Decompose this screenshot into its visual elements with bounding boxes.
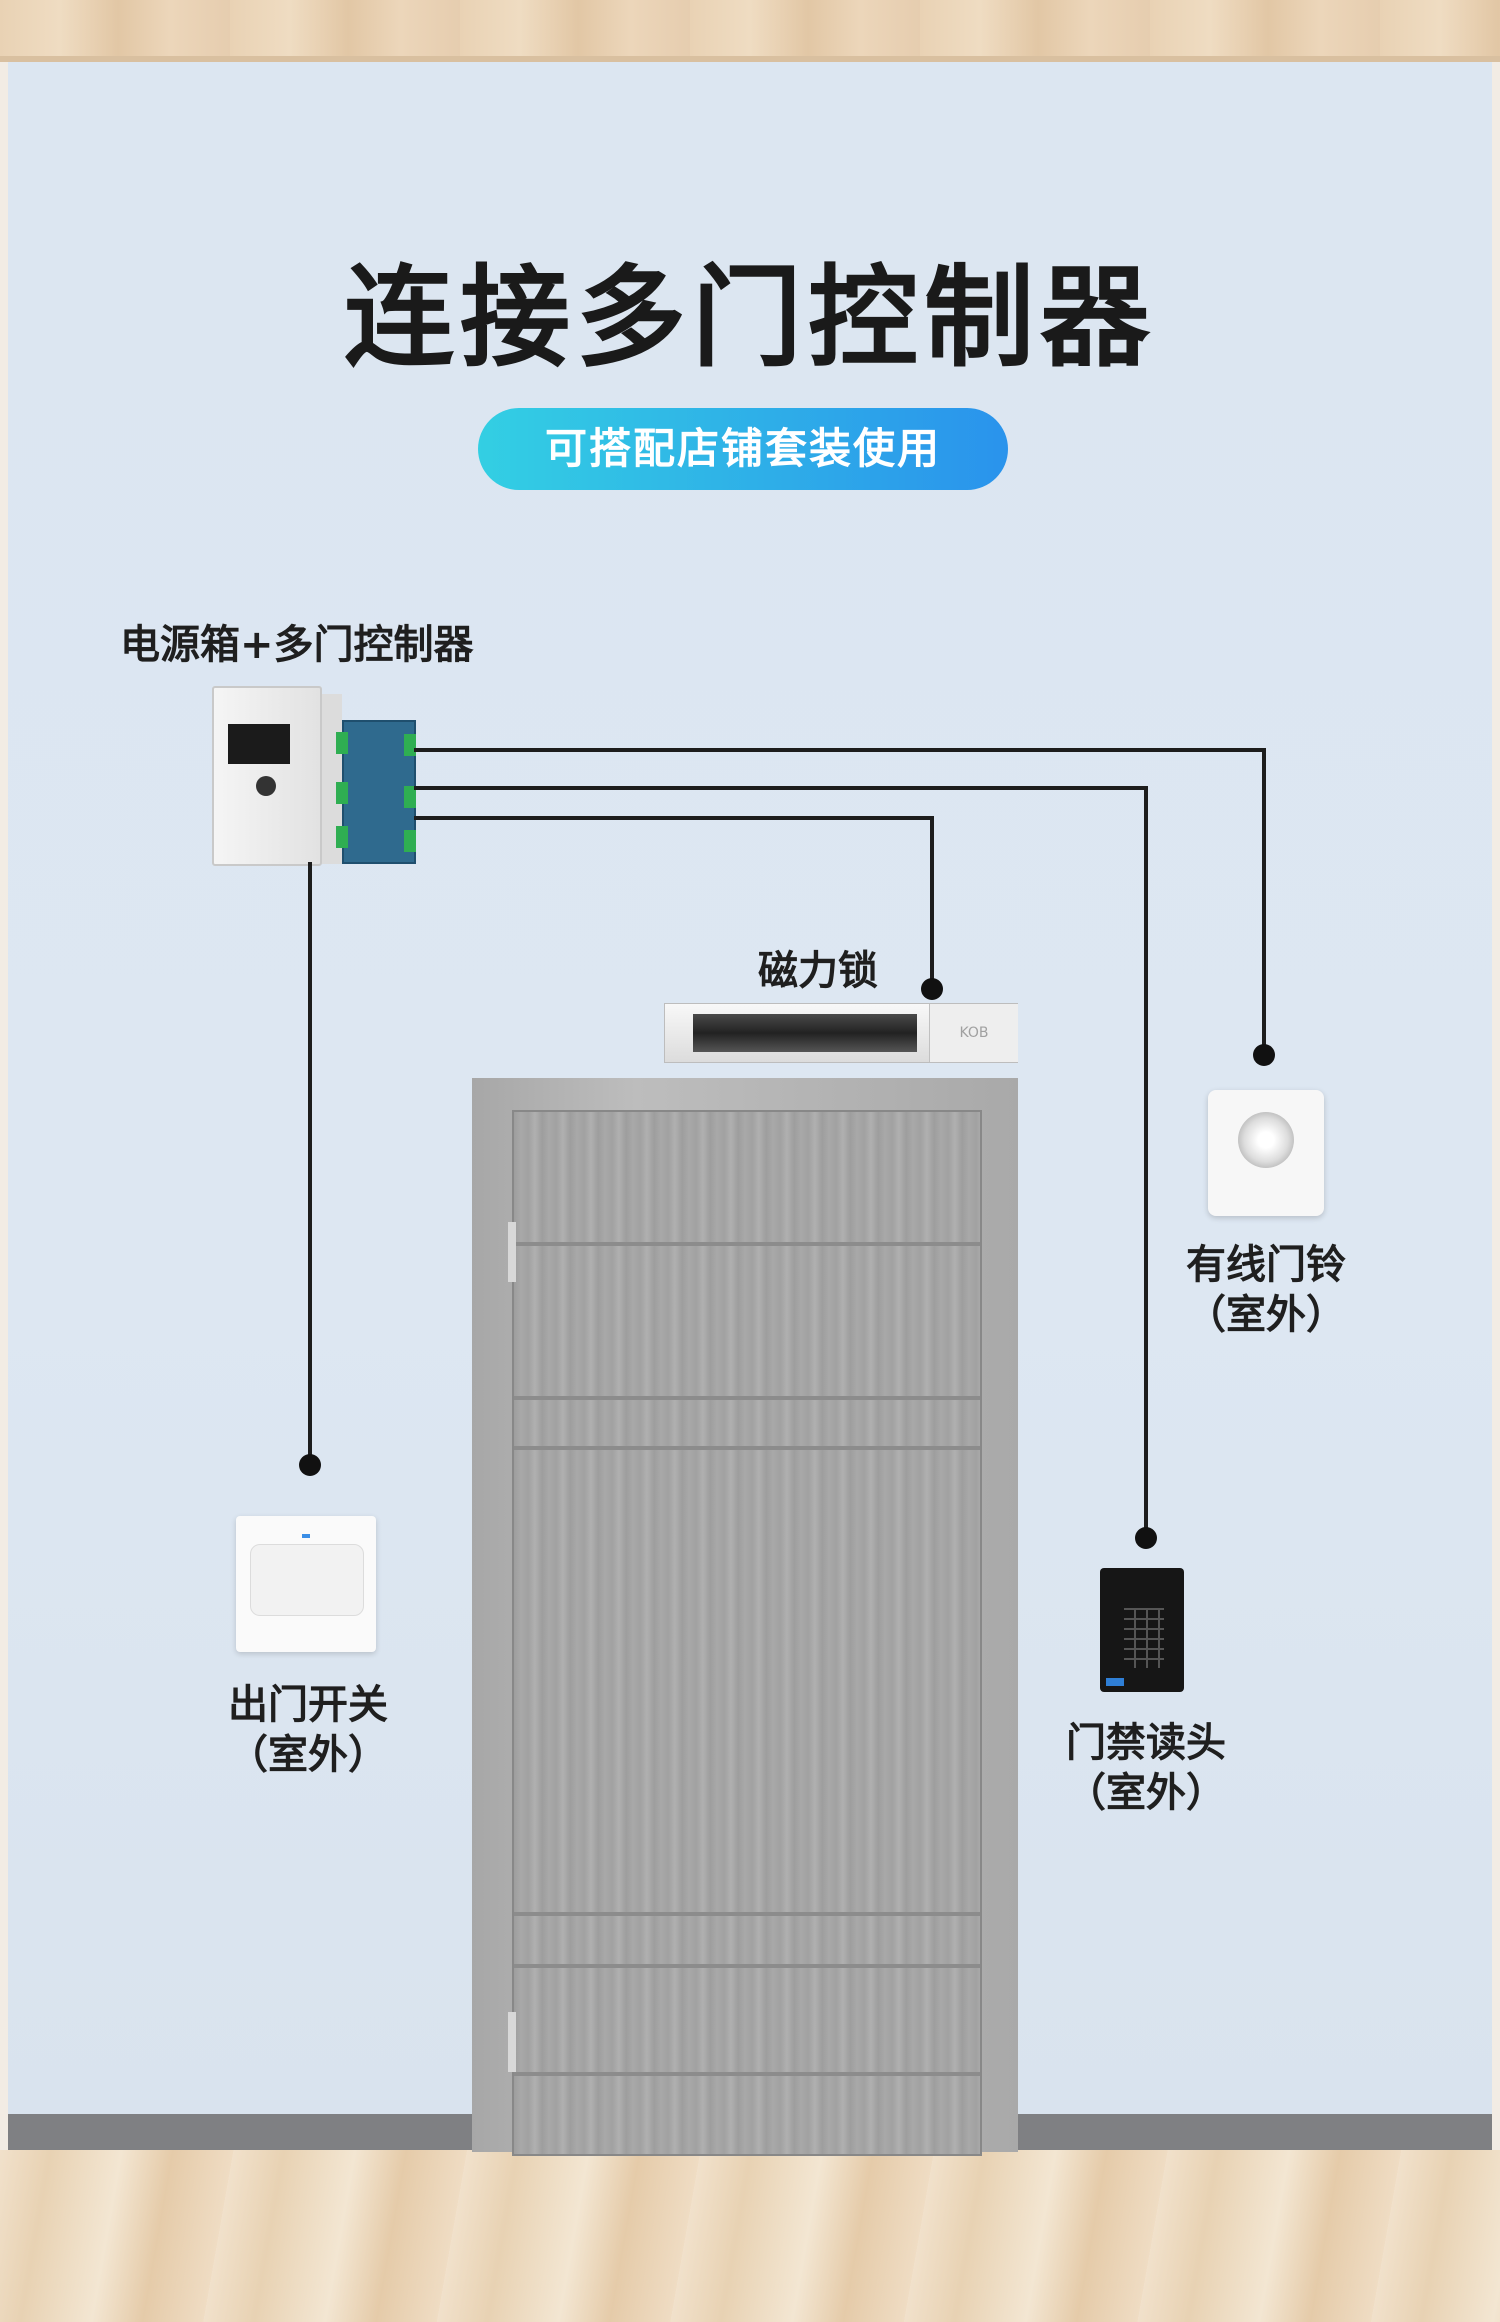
wire-to-reader-h [414, 786, 1148, 790]
ceiling-edge [0, 56, 1500, 62]
terminal-block [336, 782, 348, 804]
doorbell-connector-dot [1253, 1044, 1275, 1066]
exit-switch-label-line2: （室外） [228, 1732, 388, 1778]
exit-switch-image [236, 1516, 376, 1652]
maglock-magnet [693, 1014, 917, 1052]
controller-label: 电源箱+多门控制器 [120, 622, 474, 668]
maglock-image: KOB [664, 1003, 1018, 1063]
reader-label: 门禁读头 （室外） [1030, 1718, 1262, 1818]
wire-to-reader-v [1144, 786, 1148, 1534]
wire-to-lock-v [930, 816, 934, 984]
door-groove [514, 1912, 980, 1916]
door-groove [514, 2072, 980, 2076]
reader-label-line1: 门禁读头 [1066, 1720, 1226, 1766]
terminal-block [404, 734, 416, 756]
door-groove [514, 1964, 980, 1968]
subtitle-badge: 可搭配店铺套装使用 [478, 408, 1008, 490]
power-box-screen [228, 724, 290, 764]
power-box-lock-icon [256, 776, 276, 796]
terminal-block [336, 826, 348, 848]
reader-label-line2: （室外） [1066, 1770, 1226, 1816]
door-groove [514, 1446, 980, 1450]
wood-floor [0, 2150, 1500, 2322]
door-groove [514, 1396, 980, 1400]
wall-edge-right [1492, 62, 1500, 2152]
page-title: 连接多门控制器 [344, 254, 1156, 382]
wire-to-exit-v [308, 862, 312, 1466]
maglock-label: 磁力锁 [758, 948, 878, 994]
doorbell-image [1208, 1090, 1324, 1216]
exit-connector-dot [299, 1454, 321, 1476]
lock-connector-dot [921, 978, 943, 1000]
exit-switch-label: 出门开关 （室外） [192, 1680, 424, 1780]
door [508, 1110, 982, 2156]
wire-to-doorbell-v [1262, 748, 1266, 1050]
terminal-block [404, 786, 416, 808]
exit-led [302, 1534, 310, 1538]
maglock-brand: KOB [929, 1004, 1018, 1062]
terminal-block [336, 732, 348, 754]
wire-to-lock-h [414, 816, 934, 820]
door-hinge [508, 1222, 516, 1282]
controller-board-image [336, 720, 416, 864]
door-groove [514, 1242, 980, 1246]
terminal-block [404, 830, 416, 852]
door-hinge [508, 2012, 516, 2072]
doorbell-label-line1: 有线门铃 [1186, 1242, 1346, 1288]
doorbell-label-line2: （室外） [1186, 1292, 1346, 1338]
doorbell-label: 有线门铃 （室外） [1150, 1240, 1382, 1340]
wire-to-doorbell-h [414, 748, 1266, 752]
power-box-image [212, 686, 342, 866]
reader-brand-tag [1106, 1678, 1124, 1686]
keypad-icon [1124, 1608, 1164, 1668]
exit-button-face [250, 1544, 364, 1616]
reader-connector-dot [1135, 1527, 1157, 1549]
speaker-icon [1238, 1112, 1294, 1168]
card-reader-image [1100, 1568, 1184, 1692]
exit-switch-label-line1: 出门开关 [228, 1682, 388, 1728]
wall-edge-left [0, 62, 8, 2152]
ceiling-wood [0, 0, 1500, 62]
